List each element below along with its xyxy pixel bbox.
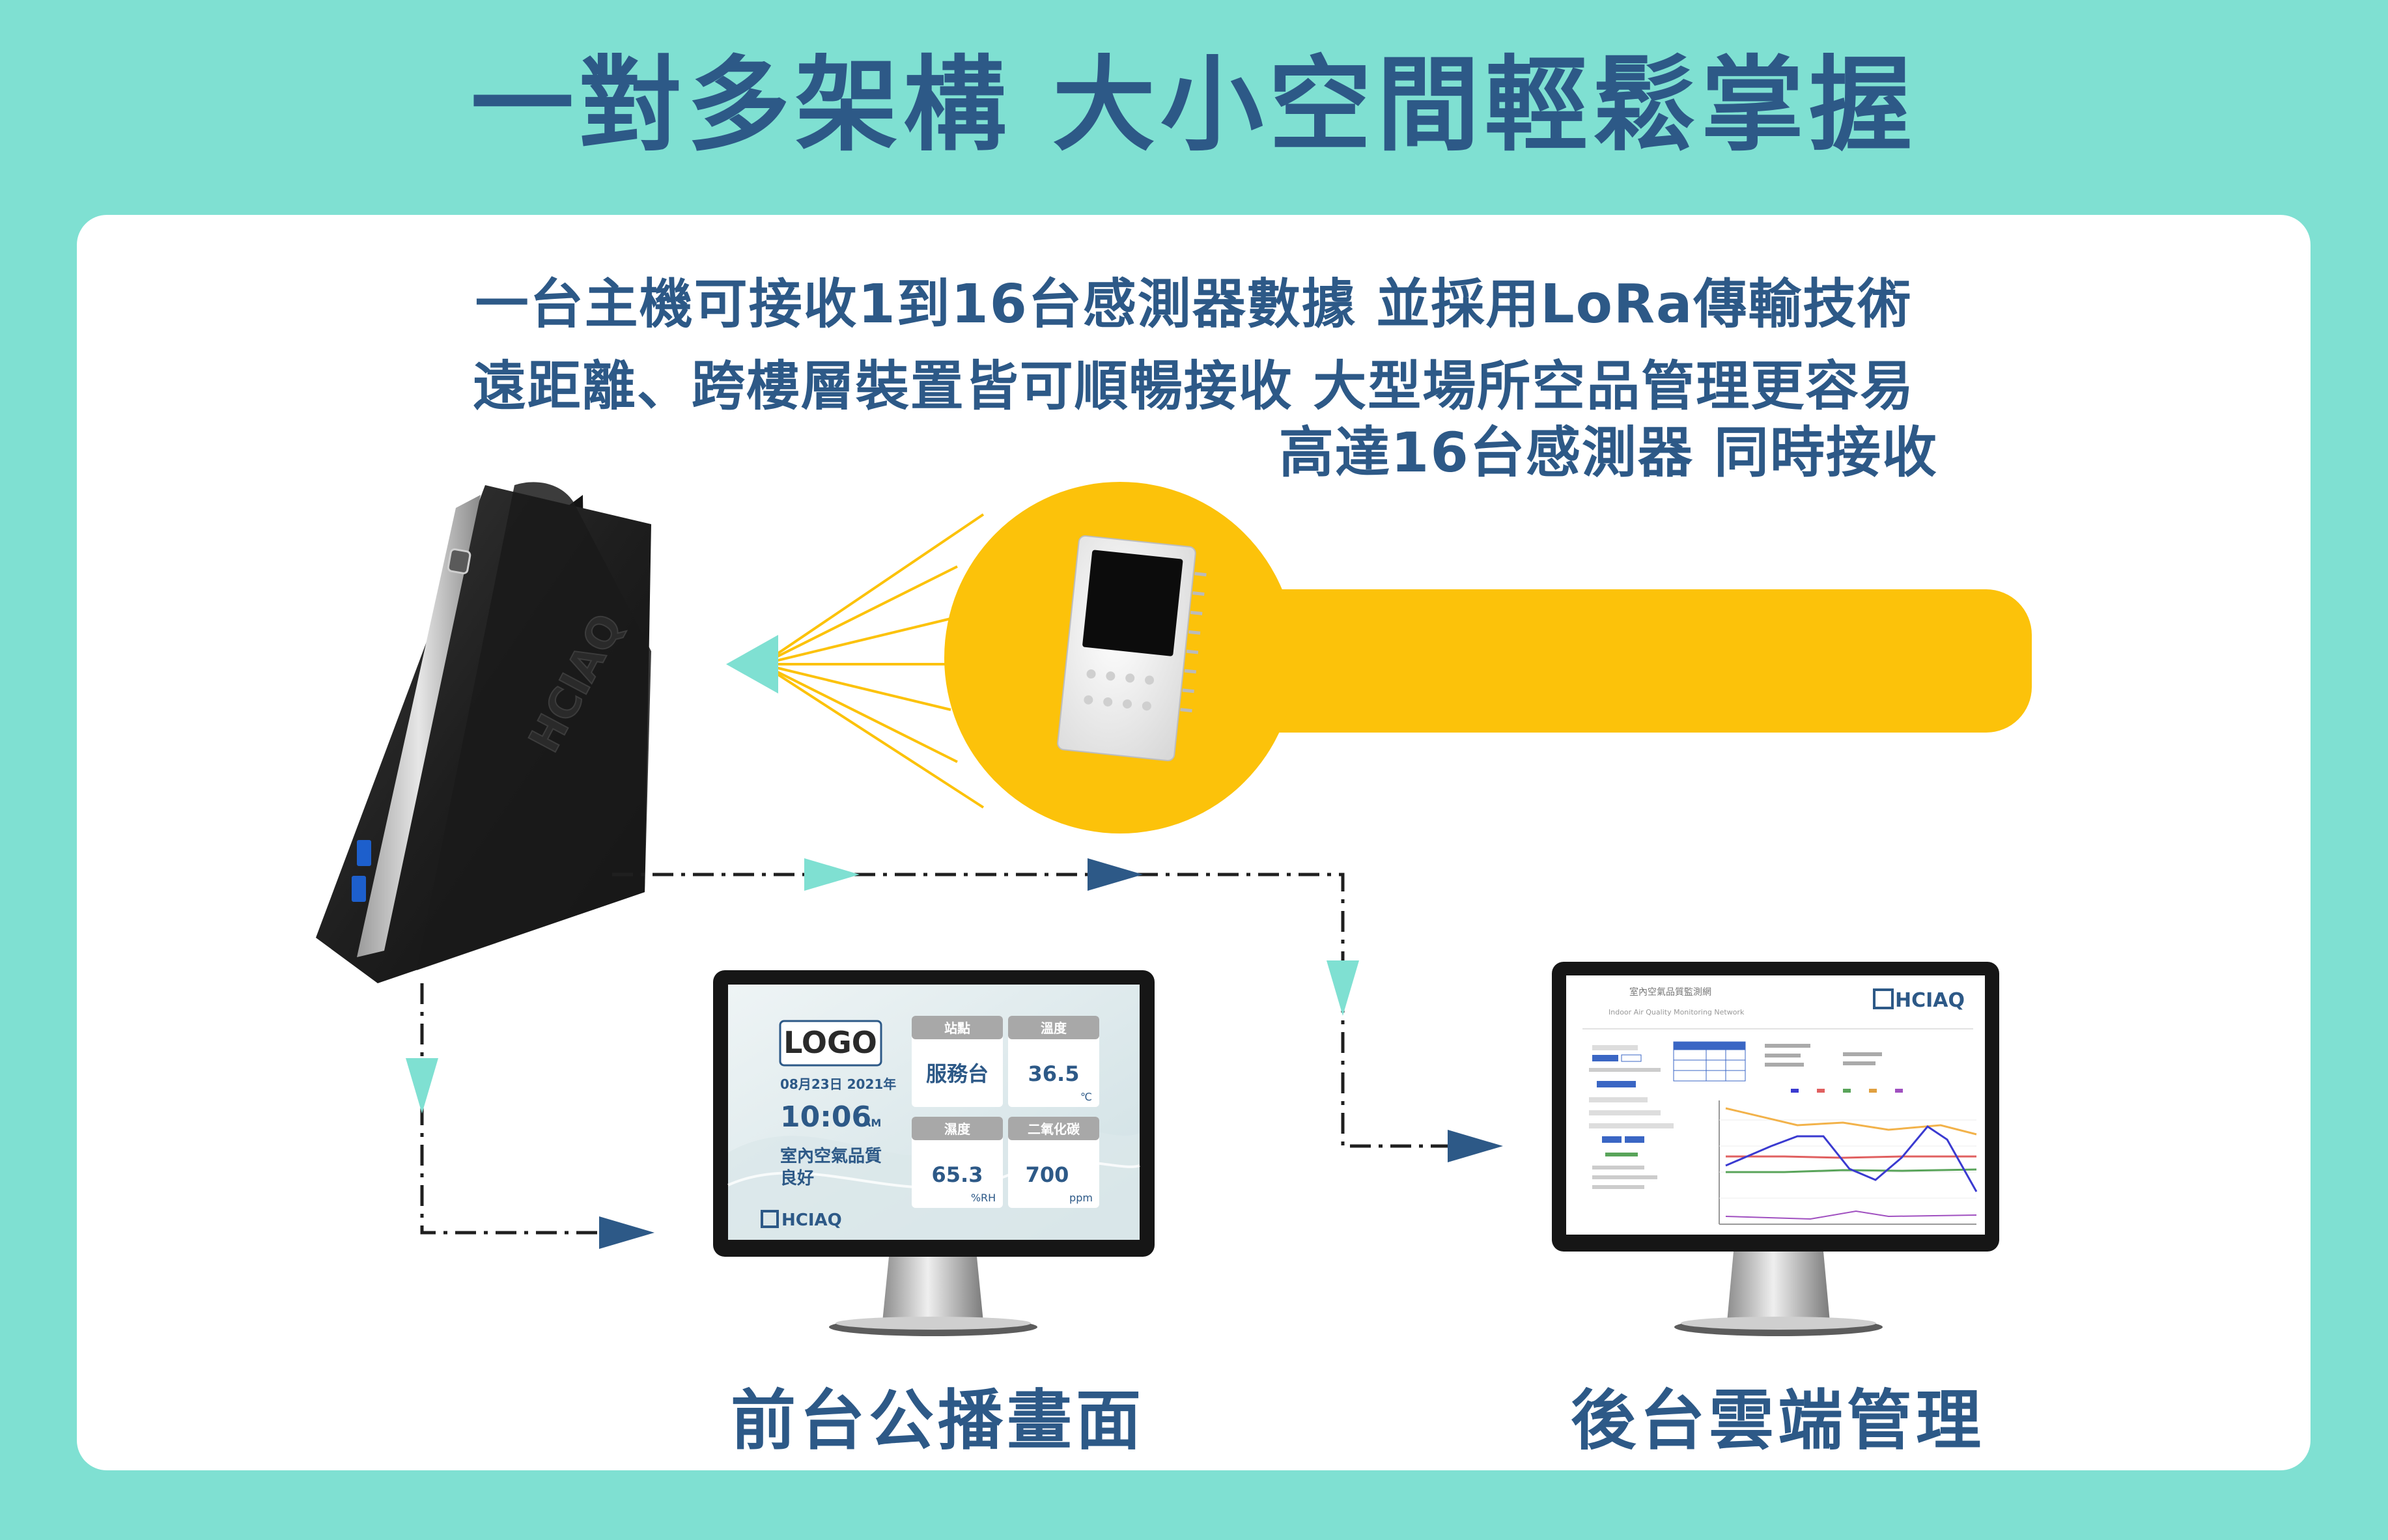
- display-status-label: 室內空氣品質: [780, 1146, 882, 1166]
- svg-text:濕度: 濕度: [944, 1121, 971, 1137]
- arrow-navy-icon: [599, 1216, 654, 1249]
- series-line: [1725, 1210, 1977, 1220]
- display-logo: LOGO: [783, 1025, 877, 1060]
- gateway-device: HCIAQ: [316, 482, 651, 983]
- intro-text: 一台主機可接收1到16台感測器數據 並採用LoRa傳輸技術 遠距離、跨樓層裝置皆…: [77, 264, 2311, 428]
- headline: 一對多架構 大小空間輕鬆掌握: [470, 46, 1917, 165]
- usb-port-icon: [357, 840, 371, 866]
- svg-text:65.3: 65.3: [932, 1162, 983, 1187]
- back-subtitle: Indoor Air Quality Monitoring Network: [1608, 1008, 1745, 1016]
- tile-station: 站點 服務台: [912, 1016, 1003, 1107]
- sensor-screen: [1082, 550, 1183, 656]
- series-line: [1726, 1168, 1977, 1173]
- tile-humidity: 濕度 65.3 %RH: [912, 1117, 1003, 1208]
- arrow-navy-icon: [1448, 1130, 1503, 1162]
- arrow-teal-down-icon: [406, 1058, 438, 1113]
- monitor-stand: [882, 1257, 983, 1322]
- power-icon: [447, 548, 471, 574]
- series-line: [1726, 1155, 1976, 1159]
- sensor-device: [1057, 535, 1207, 762]
- back-chart: [1719, 1100, 1978, 1225]
- arrow-teal-down-icon: [1327, 960, 1359, 1016]
- arrow-navy-icon: [1088, 858, 1143, 891]
- signal-arrow-icon: [726, 635, 778, 693]
- display-brand: HCIAQ: [761, 1210, 842, 1230]
- usb-port-icon: [352, 876, 366, 902]
- caption-front: 前台公播畫面: [731, 1382, 1145, 1459]
- svg-text:ppm: ppm: [1069, 1192, 1093, 1204]
- monitor-stand: [1727, 1252, 1830, 1322]
- svg-text:服務台: 服務台: [926, 1061, 989, 1086]
- signal-rays: [761, 513, 985, 809]
- display-status-value: 良好: [780, 1168, 814, 1188]
- back-title: 室內空氣品質監測網: [1629, 987, 1711, 998]
- svg-text:36.5: 36.5: [1028, 1061, 1080, 1086]
- caption-back: 後台雲端管理: [1571, 1382, 1985, 1459]
- svg-text:HCIAQ: HCIAQ: [1895, 989, 1965, 1012]
- svg-text:700: 700: [1026, 1162, 1069, 1187]
- back-monitor: 室內空氣品質監測網 Indoor Air Quality Monitoring …: [1552, 962, 1999, 1336]
- display-time: 10:06: [780, 1100, 871, 1134]
- gateway-side-panel: [357, 495, 481, 957]
- svg-text:二氧化碳: 二氧化碳: [1028, 1121, 1080, 1137]
- svg-text:溫度: 溫度: [1041, 1020, 1067, 1036]
- tile-temperature: 溫度 36.5 ℃: [1008, 1016, 1099, 1107]
- back-chart-legend: [1791, 1089, 1903, 1093]
- sensor-badge-text: 高達16台感測器 同時接收: [1278, 421, 1939, 484]
- svg-text:HCIAQ: HCIAQ: [781, 1211, 842, 1230]
- series-line: [1725, 1107, 1977, 1136]
- arrow-teal-icon: [804, 858, 860, 891]
- svg-text:℃: ℃: [1080, 1091, 1092, 1103]
- connector-to-display: [420, 983, 612, 1235]
- back-screen: [1566, 975, 1985, 1235]
- intro-line-2: 遠距離、跨樓層裝置皆可順暢接收 大型場所空品管理更容易: [472, 356, 1915, 417]
- display-date: 08月23日 2021年: [780, 1076, 896, 1092]
- series-line: [1725, 1125, 1978, 1192]
- back-brand: HCIAQ: [1873, 988, 1965, 1012]
- front-monitor: LOGO 08月23日 2021年 10:06 AM 室內空氣品質 良好 HCI…: [713, 970, 1155, 1336]
- sensor-badge: [1120, 589, 2032, 733]
- back-sidebar: [1589, 1045, 1674, 1189]
- sensor-signal: [726, 482, 2032, 833]
- svg-text:站點: 站點: [944, 1020, 970, 1036]
- display-ampm: AM: [863, 1117, 881, 1129]
- svg-text:%RH: %RH: [971, 1192, 996, 1204]
- intro-line-1: 一台主機可接收1到16台感測器數據 並採用LoRa傳輸技術: [475, 273, 1913, 335]
- tile-co2: 二氧化碳 700 ppm: [1008, 1117, 1099, 1208]
